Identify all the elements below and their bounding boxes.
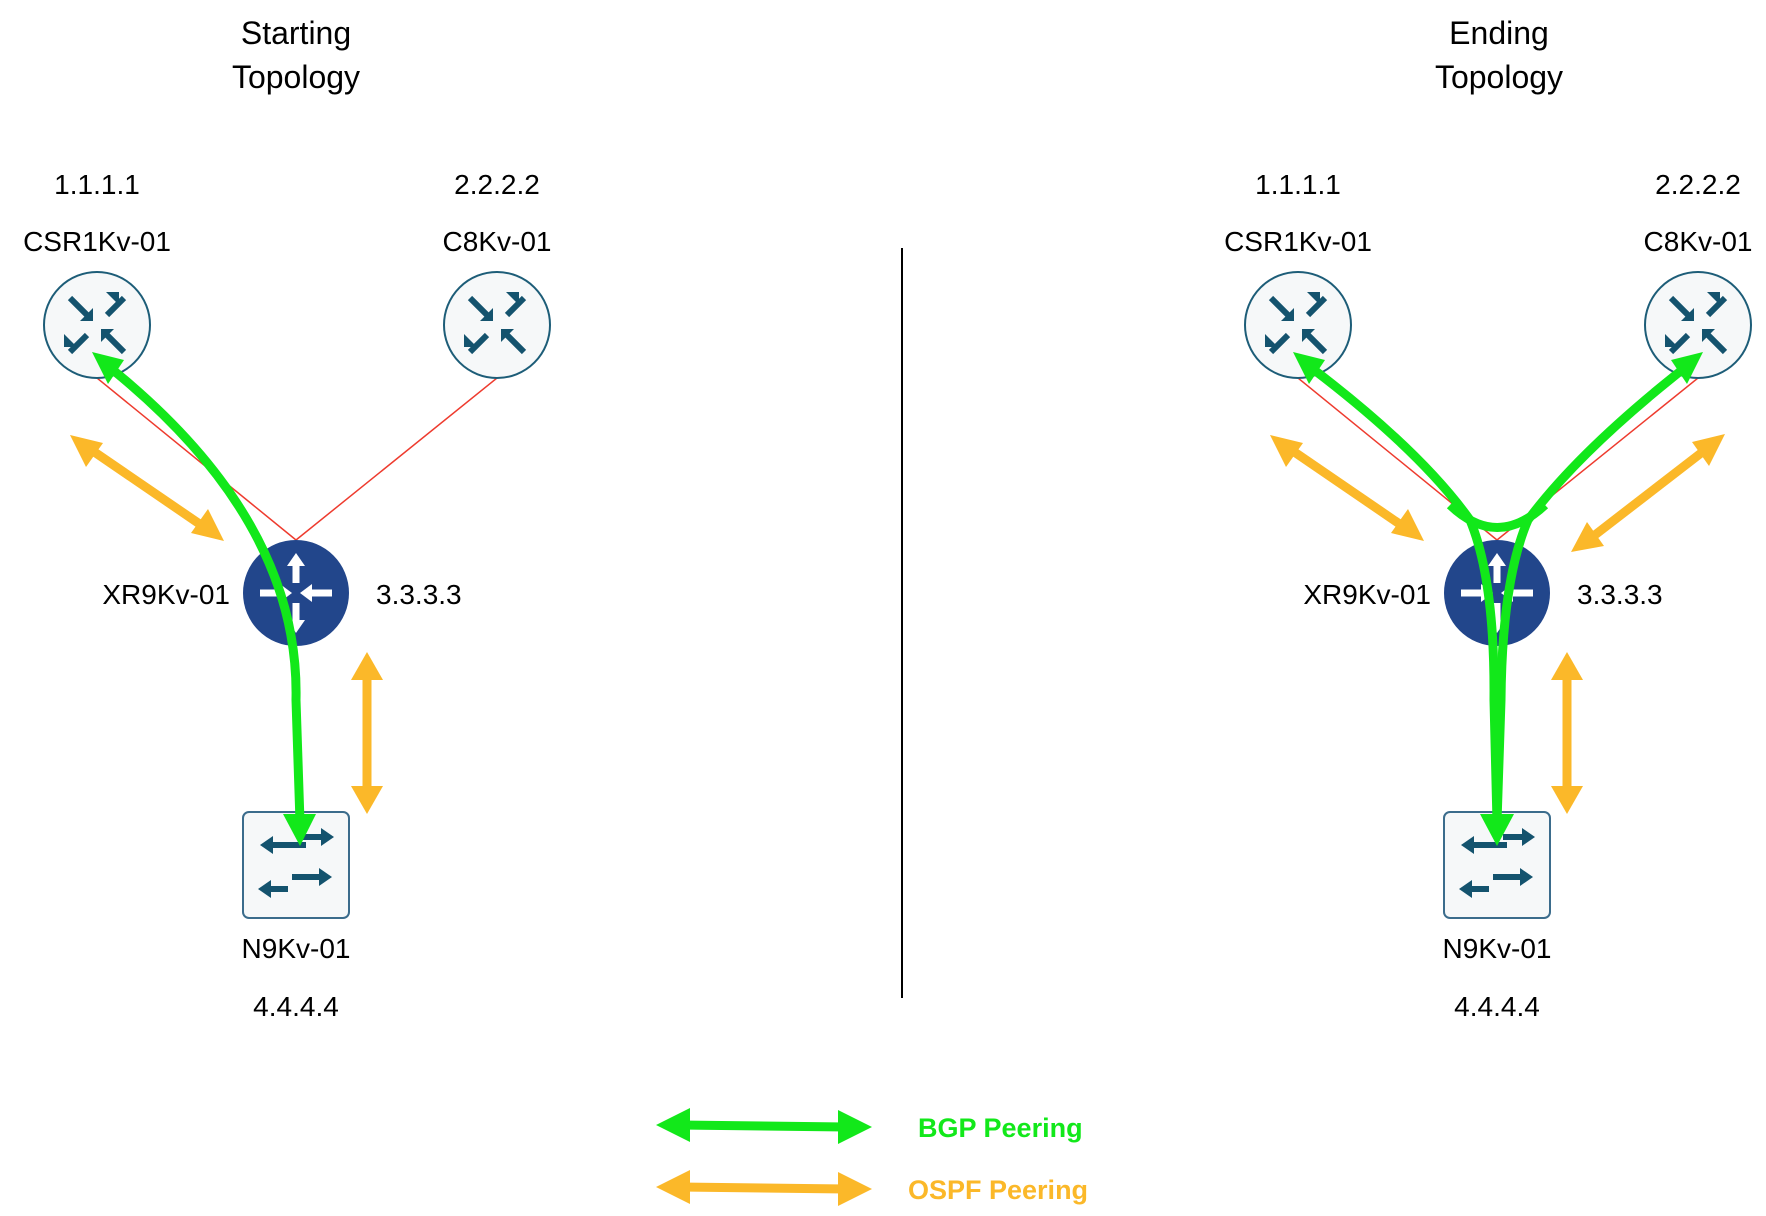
csr-name-label: CSR1Kv-01	[1224, 226, 1372, 257]
c8k-ip-label: 2.2.2.2	[1655, 169, 1741, 200]
ending-title-line2: Topology	[1435, 59, 1563, 95]
xr-name-label: XR9Kv-01	[102, 579, 230, 610]
legend-ospf-arrow	[656, 1170, 872, 1206]
ospf-peering-arrow	[1571, 434, 1725, 552]
legend: BGP Peering OSPF Peering	[656, 1108, 1088, 1206]
ospf-peering-arrow	[1270, 435, 1424, 541]
n9k-name-label: N9Kv-01	[1443, 933, 1552, 964]
c8k-name-label: C8Kv-01	[1644, 226, 1753, 257]
router-icon	[1245, 272, 1351, 378]
n9k-name-label: N9Kv-01	[242, 933, 351, 964]
ospf-peering-arrow	[70, 435, 224, 541]
n9k-ip-label: 4.4.4.4	[253, 991, 339, 1022]
ospf-peering-arrow	[351, 652, 383, 814]
link-csr-xr	[96, 377, 297, 541]
core-router-icon	[1444, 540, 1550, 646]
legend-bgp-arrow	[656, 1108, 872, 1144]
csr-name-label: CSR1Kv-01	[23, 226, 171, 257]
link-c8k-xr	[295, 377, 498, 541]
router-icon	[44, 272, 150, 378]
xr-ip-label: 3.3.3.3	[376, 579, 462, 610]
router-icon	[444, 272, 550, 378]
legend-bgp-label: BGP Peering	[918, 1113, 1083, 1143]
ending-title-line1: Ending	[1449, 15, 1549, 51]
n9k-ip-label: 4.4.4.4	[1454, 991, 1540, 1022]
panel-starting-topology: Starting Topology 1.1.1.1 CSR1Kv-01 2.2.…	[23, 15, 551, 1022]
core-router-icon	[243, 540, 349, 646]
panel-ending-topology: Ending Topology 1.1.1.1 CSR1Kv-01 2.2.2.…	[1224, 15, 1752, 1022]
starting-title-line2: Topology	[232, 59, 360, 95]
legend-ospf-label: OSPF Peering	[908, 1175, 1088, 1205]
c8k-name-label: C8Kv-01	[443, 226, 552, 257]
starting-title-line1: Starting	[241, 15, 351, 51]
xr-ip-label: 3.3.3.3	[1577, 579, 1663, 610]
bgp-peering-arrow	[92, 352, 316, 846]
xr-name-label: XR9Kv-01	[1303, 579, 1431, 610]
ospf-peering-arrow	[1551, 652, 1583, 814]
csr-ip-label: 1.1.1.1	[1255, 169, 1341, 200]
router-icon	[1645, 272, 1751, 378]
csr-ip-label: 1.1.1.1	[54, 169, 140, 200]
c8k-ip-label: 2.2.2.2	[454, 169, 540, 200]
bgp-peering-arrow	[1293, 352, 1703, 846]
